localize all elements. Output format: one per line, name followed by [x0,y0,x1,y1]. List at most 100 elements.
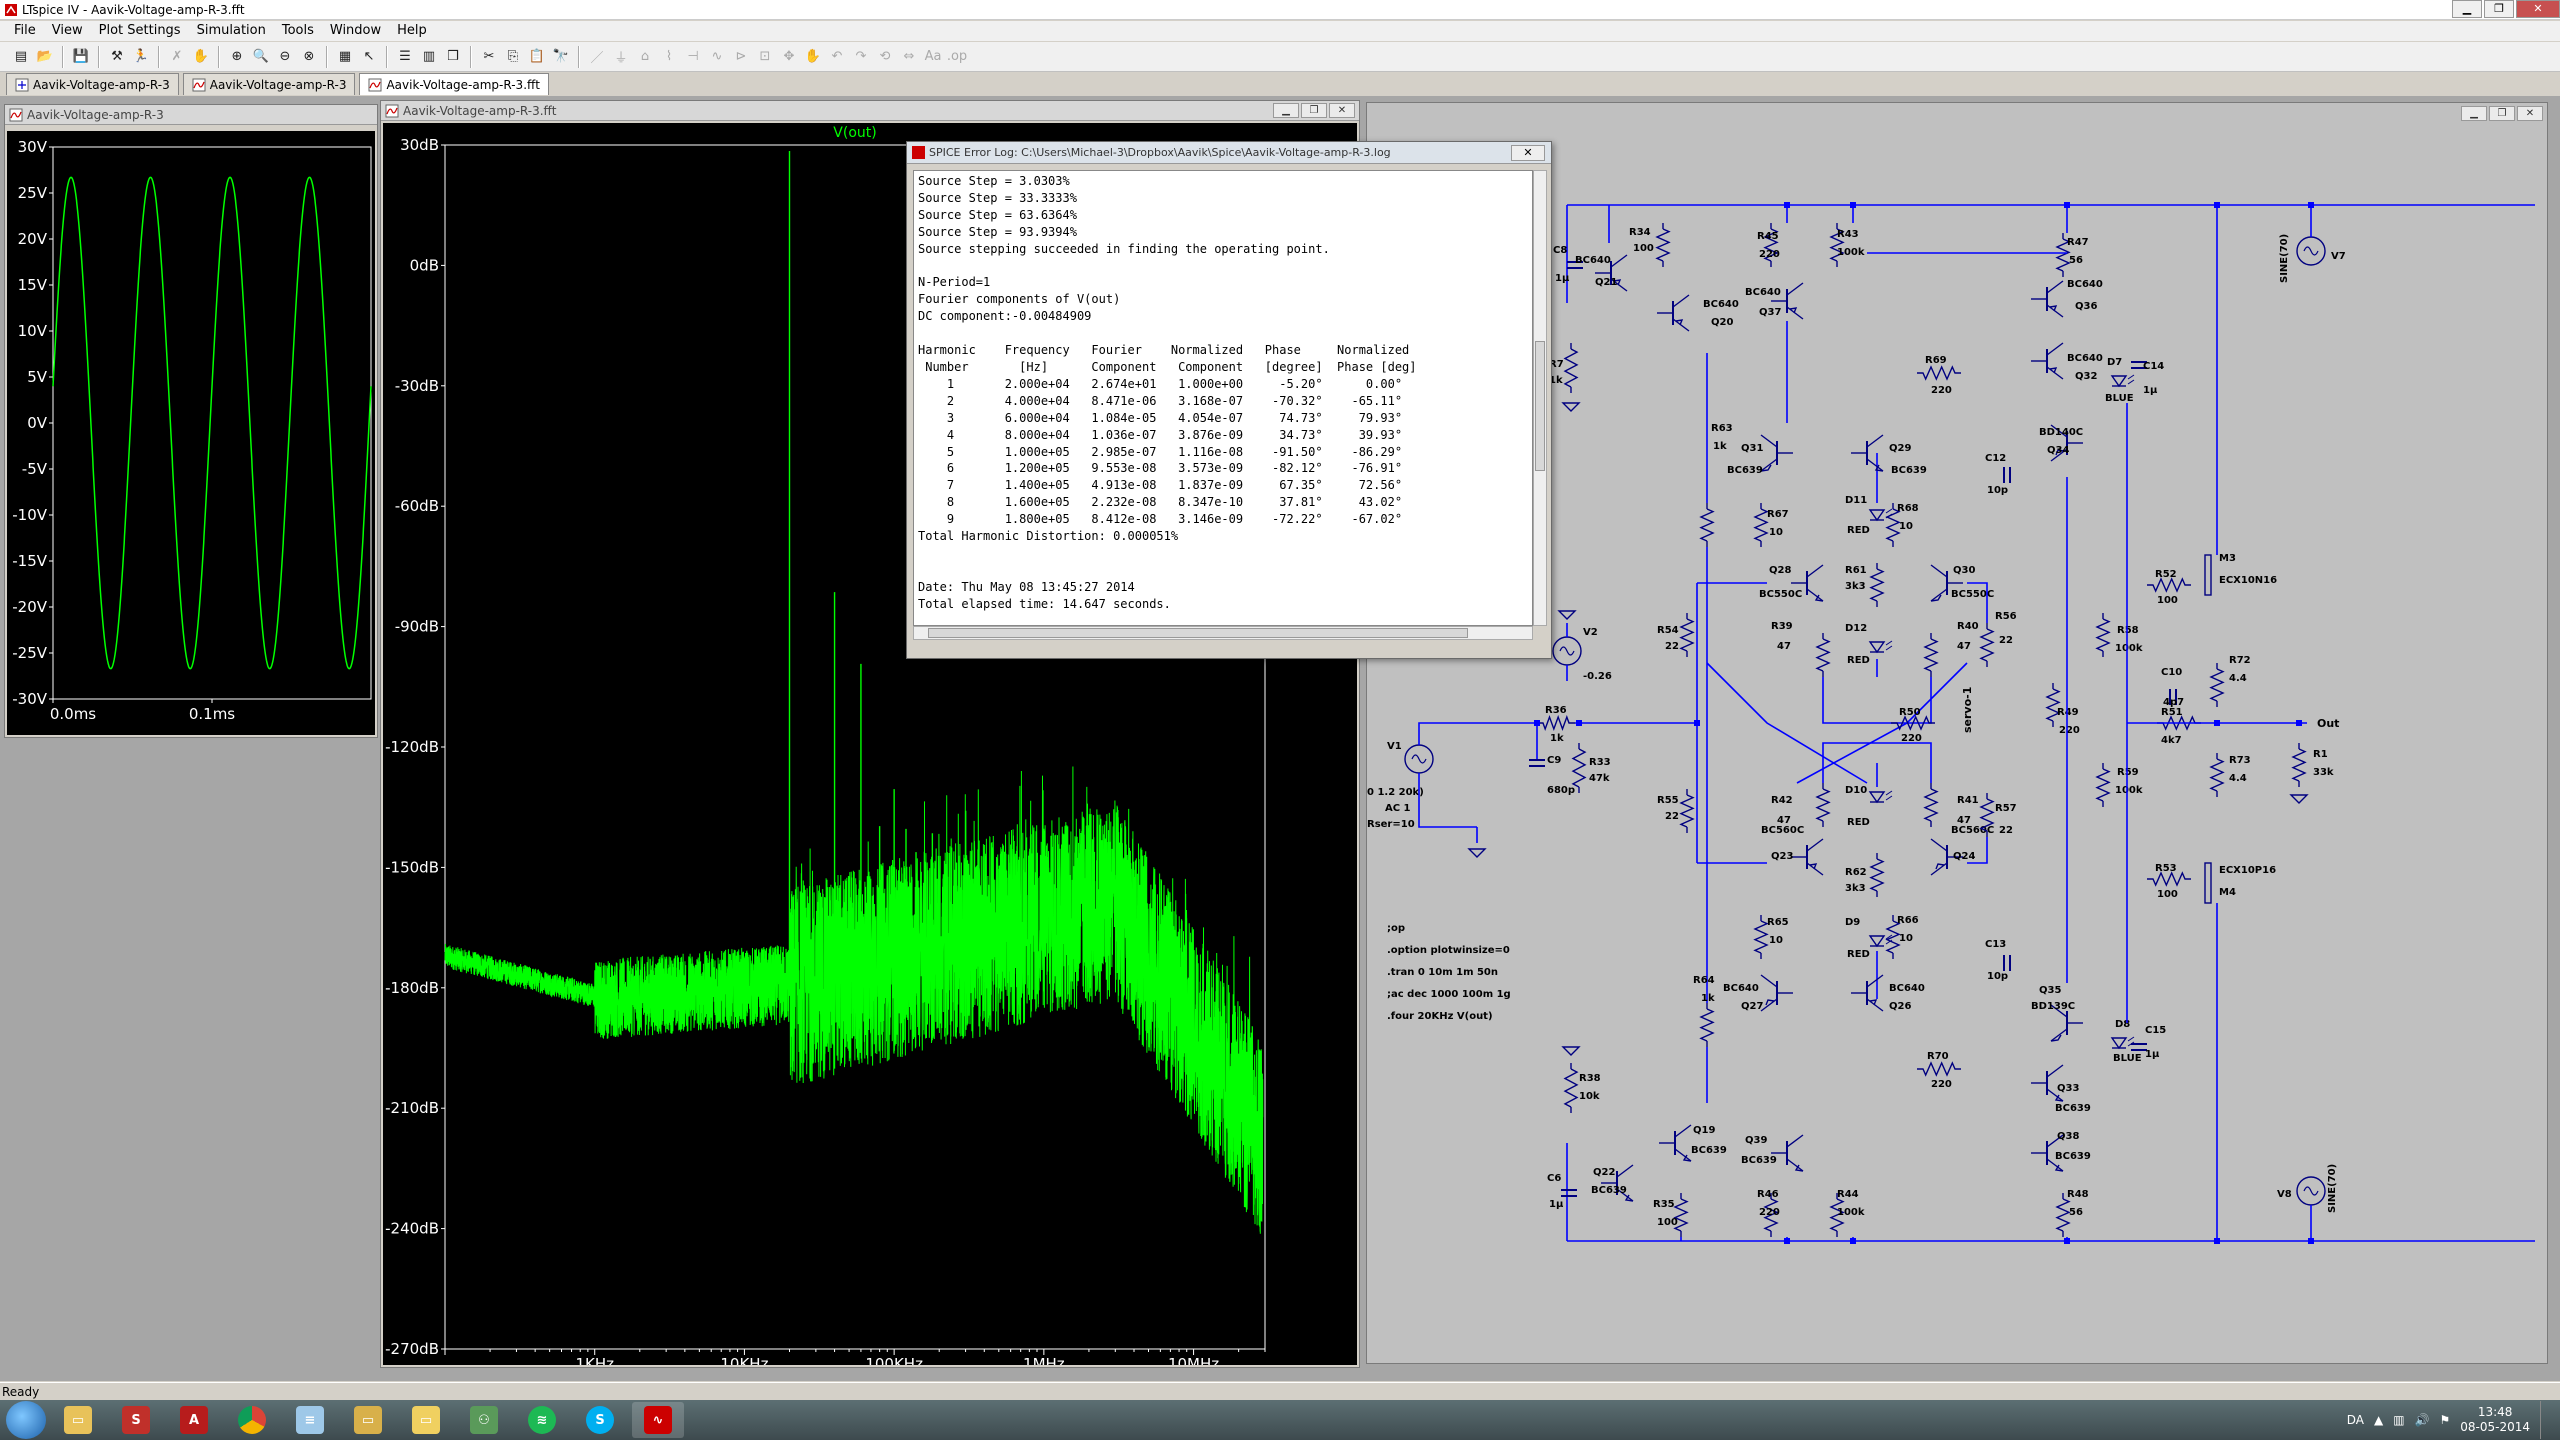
restore-button[interactable]: ❐ [1301,103,1327,118]
restore-button[interactable]: ❐ [2489,106,2515,121]
zoom-in-icon[interactable]: ⊕ [231,49,243,64]
transistor-q32 [2031,342,2064,380]
schematic-canvas[interactable]: V10 1.2 20k)AC 1Rser=10R361kC9680pR3347k… [1367,103,2549,1365]
folder-icon: ▭ [354,1406,382,1434]
menu-file[interactable]: File [14,23,36,38]
error-log-horizontal-scrollbar[interactable] [913,626,1533,640]
taskbar-network[interactable]: ⚇ [458,1402,510,1438]
find-icon[interactable]: 🔭 [552,49,570,64]
cut-icon[interactable]: ✂ [483,49,495,64]
rotate-icon[interactable]: ⟲ [879,49,891,64]
error-log-close-button[interactable]: ✕ [1511,145,1545,161]
autorange-icon[interactable]: ▦ [338,49,352,64]
taskbar-notepad[interactable]: ≡ [284,1402,336,1438]
zoom-fit-icon[interactable]: ⊗ [303,49,315,64]
menu-simulation[interactable]: Simulation [196,23,266,38]
menu-view[interactable]: View [51,23,83,38]
show-desktop-button[interactable] [2540,1401,2550,1439]
time-domain-chart[interactable]: 30V25V20V15V10V5V0V-5V-10V-15V-20V-25V-3… [7,131,375,735]
close-button[interactable]: ✕ [2517,106,2543,121]
spice-directive: .option plotwinsize=0 [1387,945,1510,956]
tab-schematic-1[interactable]: Aavik-Voltage-amp-R-3 [6,73,179,95]
control-panel-icon[interactable]: ⚒ [111,49,123,64]
tile-horizontal-icon[interactable]: ☰ [399,49,411,64]
taskbar-solidworks[interactable]: S [110,1402,162,1438]
menu-tools[interactable]: Tools [281,23,314,38]
inductor-icon[interactable]: ∿ [711,49,723,64]
cascade-icon[interactable]: ❒ [447,49,459,64]
hand-icon[interactable]: ✋ [192,49,210,64]
mirror-icon[interactable]: ⇔ [903,49,915,64]
tray-expand-icon[interactable]: ▲ [2373,1413,2384,1427]
flag-icon[interactable]: ⚑ [2439,1413,2451,1427]
taskbar-folder[interactable]: ▭ [400,1402,452,1438]
open-folder-icon[interactable]: 📂 [36,49,54,64]
ground-icon[interactable]: ⏚ [614,51,628,66]
close-button[interactable]: ✕ [1329,103,1355,118]
copy-icon[interactable]: ⎘ [507,49,519,64]
cursor-icon[interactable]: ↖ [363,49,375,64]
minimize-button[interactable]: ▁ [2452,0,2482,18]
component-icon[interactable]: ⊡ [759,49,771,64]
close-button[interactable]: ✕ [2516,0,2560,18]
text-icon[interactable]: Aa [924,49,942,64]
taskbar-ltspice[interactable]: ∿ [632,1402,684,1438]
halt-icon[interactable]: ✗ [171,49,183,64]
save-icon[interactable]: 💾 [72,49,90,64]
clock[interactable]: 13:48 08-05-2014 [2460,1405,2530,1435]
taskbar-chrome[interactable] [226,1402,278,1438]
fft-plot-titlebar[interactable]: Aavik-Voltage-amp-R-3.fft ▁ ❐ ✕ [381,101,1359,121]
window-titlebar[interactable]: LTspice IV - Aavik-Voltage-amp-R-3.fft ▁… [0,0,2560,20]
menu-help[interactable]: Help [397,23,427,38]
menu-plot-settings[interactable]: Plot Settings [98,23,181,38]
redo-icon[interactable]: ↷ [855,49,867,64]
y-tick-label: -30dB [395,377,439,395]
log-line: Source Step = 3.0303% [918,174,1070,188]
taskbar-skype[interactable]: S [574,1402,626,1438]
label-icon[interactable]: ⌂ [640,49,650,64]
resistor-icon[interactable]: ⌇ [665,49,673,64]
component-label: R57 [1995,803,2017,814]
transistor-collector [1806,838,1824,852]
zoom-out-icon[interactable]: ⊖ [279,49,291,64]
move-icon[interactable]: ✥ [783,49,795,64]
scroll-thumb[interactable] [928,628,1468,638]
spice-error-log-dialog[interactable]: SPICE Error Log: C:\Users\Michael-3\Drop… [906,141,1552,659]
diode-icon[interactable]: ⊳ [735,49,747,64]
network-tray-icon[interactable]: ▥ [2393,1413,2405,1427]
drag-icon[interactable]: ✋ [804,49,822,64]
error-log-vertical-scrollbar[interactable] [1533,170,1547,626]
capacitor-icon[interactable]: ⊣ [687,49,699,64]
tab-fft[interactable]: Aavik-Voltage-amp-R-3.fft [359,73,549,95]
undo-icon[interactable]: ↶ [831,49,843,64]
taskbar-spotify[interactable]: ≋ [516,1402,568,1438]
fft-plot-window[interactable]: Aavik-Voltage-amp-R-3.fft ▁ ❐ ✕ V(out)30… [380,100,1360,1373]
time-plot-titlebar[interactable]: Aavik-Voltage-amp-R-3 [5,105,377,125]
new-schematic-icon[interactable]: ▤ [14,49,28,64]
wire-icon[interactable]: ／ [590,51,604,66]
spice-directive-icon[interactable]: .op [946,49,968,64]
tab-schematic-2[interactable]: Aavik-Voltage-amp-R-3 [182,73,356,95]
error-log-titlebar[interactable]: SPICE Error Log: C:\Users\Michael-3\Drop… [907,142,1551,164]
taskbar-acrobat[interactable]: A [168,1402,220,1438]
error-log-title: SPICE Error Log: C:\Users\Michael-3\Drop… [929,146,1391,159]
start-button[interactable] [6,1401,46,1439]
volume-icon[interactable]: 🔊 [2414,1413,2430,1427]
minimize-button[interactable]: ▁ [1273,103,1299,118]
taskbar-explorer[interactable]: ▭ [52,1402,104,1438]
zoom-pan-icon[interactable]: 🔍 [252,49,270,64]
minimize-button[interactable]: ▁ [2461,106,2487,121]
scroll-thumb[interactable] [1535,341,1545,471]
tile-vertical-icon[interactable]: ▥ [422,49,436,64]
language-indicator[interactable]: DA [2346,1413,2364,1427]
taskbar-explorer-2[interactable]: ▭ [342,1402,394,1438]
restore-button[interactable]: ❐ [2484,0,2514,18]
error-log-text[interactable]: Source Step = 3.0303%Source Step = 33.33… [913,170,1533,626]
menu-window[interactable]: Window [329,23,382,38]
paste-icon[interactable]: 📋 [528,49,546,64]
component-label: D10 [1845,785,1867,796]
run-icon[interactable]: 🏃 [132,49,150,64]
